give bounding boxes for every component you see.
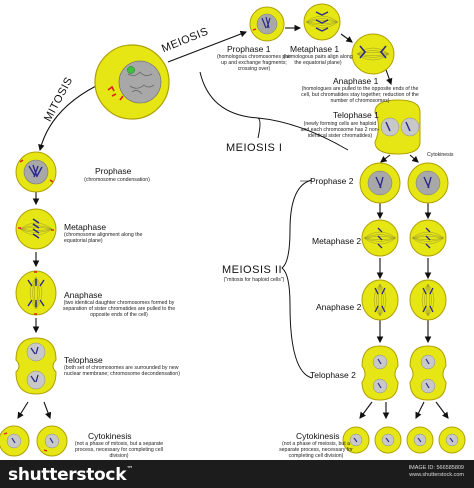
mitosis-anaphase-desc: (two identical daughter chromosomes form… [62, 300, 176, 318]
meiosis2-anaphase-title: Anaphase 2 [316, 302, 362, 312]
meiosis2-metaphase-title: Metaphase 2 [312, 236, 362, 246]
mitosis-prophase-title: Prophase [95, 166, 132, 176]
meiosis2-metaphase-right-cell [409, 219, 447, 257]
meiosis-metaphase1-title: Metaphase 1 [290, 44, 340, 54]
meiosis2-final-cell-1 [342, 426, 370, 454]
meiosis1-bracket [199, 71, 349, 151]
meiosis2-telophase-right-cell [409, 345, 447, 401]
meiosis2-prophase-left-cell [359, 162, 401, 204]
mitosis-daughter-cell-right [36, 425, 68, 457]
mitosis-telophase-title: Telophase [64, 355, 103, 365]
meiosis2-final-cell-2 [374, 426, 402, 454]
meiosis2-metaphase-left-cell [361, 219, 399, 257]
meiosis-prophase1-desc: (homologous chromosomes pair up and exch… [216, 54, 292, 72]
mitosis-anaphase-title: Anaphase [64, 290, 103, 300]
meiosis2-brace [281, 179, 313, 379]
mitosis-metaphase-title: Metaphase [64, 222, 107, 232]
mitosis-metaphase-desc: (chromosome alignment along the equatori… [64, 232, 143, 244]
meiosis1-label: MEIOSIS I [226, 142, 283, 154]
meiosis-anaphase1-title: Anaphase 1 [333, 76, 379, 86]
mitosis-prophase-cell [15, 151, 57, 193]
meiosis-metaphase1-desc: (homologous pairs align along the equato… [283, 54, 353, 66]
parent-cell [94, 44, 170, 120]
meiosis2-cytokinesis-desc: (not a phase of meiosis, but a separate … [279, 441, 353, 459]
meiosis2-telophase-left-cell [361, 345, 399, 401]
meiosis2-cytokinesis-title: Cytokinesis [296, 431, 340, 441]
meiosis-telophase1-cell [374, 99, 421, 155]
meiosis2-final-cell-4 [438, 426, 466, 454]
mitosis-telophase-desc: (both set of chromosomes are surrounded … [64, 365, 180, 377]
image-id-label: IMAGE ID: 566585809 [408, 465, 464, 471]
mitosis-metaphase-cell [15, 208, 57, 250]
meiosis-prophase1-cell [249, 6, 285, 42]
meiosis-anaphase1-desc: (homologues are pulled to the opposite e… [301, 86, 419, 104]
meiosis2-prophase-right-cell [407, 162, 449, 204]
footer-bar: shutterstock™ IMAGE ID: 566585809 www.sh… [0, 460, 474, 488]
meiosis2-label: MEIOSIS II [222, 264, 283, 276]
meiosis2-anaphase-left-cell [361, 279, 399, 321]
mitosis-telophase-cell [15, 337, 57, 395]
mitosis-daughter-cell-left [0, 425, 30, 457]
mitosis-cytokinesis-title: Cytokinesis [88, 431, 132, 441]
meiosis-telophase1-title: Telophase 1 [333, 110, 379, 120]
meiosis2-telophase-title: Telophase 2 [310, 370, 356, 380]
meiosis2-final-cell-3 [406, 426, 434, 454]
brand-logo: shutterstock™ [8, 465, 133, 485]
mitosis-anaphase-cell [15, 270, 57, 316]
meiosis2-anaphase-right-cell [409, 279, 447, 321]
meiosis-telophase1-desc: (newly forming cells are haploid and eac… [300, 121, 380, 139]
image-id: IMAGE ID: 566585809 www.shutterstock.com [409, 465, 464, 479]
meiosis-anaphase1-cell [351, 33, 395, 75]
mitosis-cytokinesis-desc: (not a phase of mitosis, but a separate … [74, 441, 164, 459]
meiosis-prophase1-title: Prophase 1 [227, 44, 271, 54]
meiosis2-sublabel: ("mitosis for haploid cells") [223, 277, 285, 283]
mitosis-prophase-desc: (chromosome condensation) [84, 177, 150, 183]
site-url: www.shutterstock.com [409, 472, 464, 478]
meiosis2-prophase-title: Prophase 2 [310, 176, 354, 186]
meiosis-metaphase1-cell [303, 3, 341, 41]
meiosis1-cytokinesis-label: Cytokinesis [427, 152, 454, 158]
